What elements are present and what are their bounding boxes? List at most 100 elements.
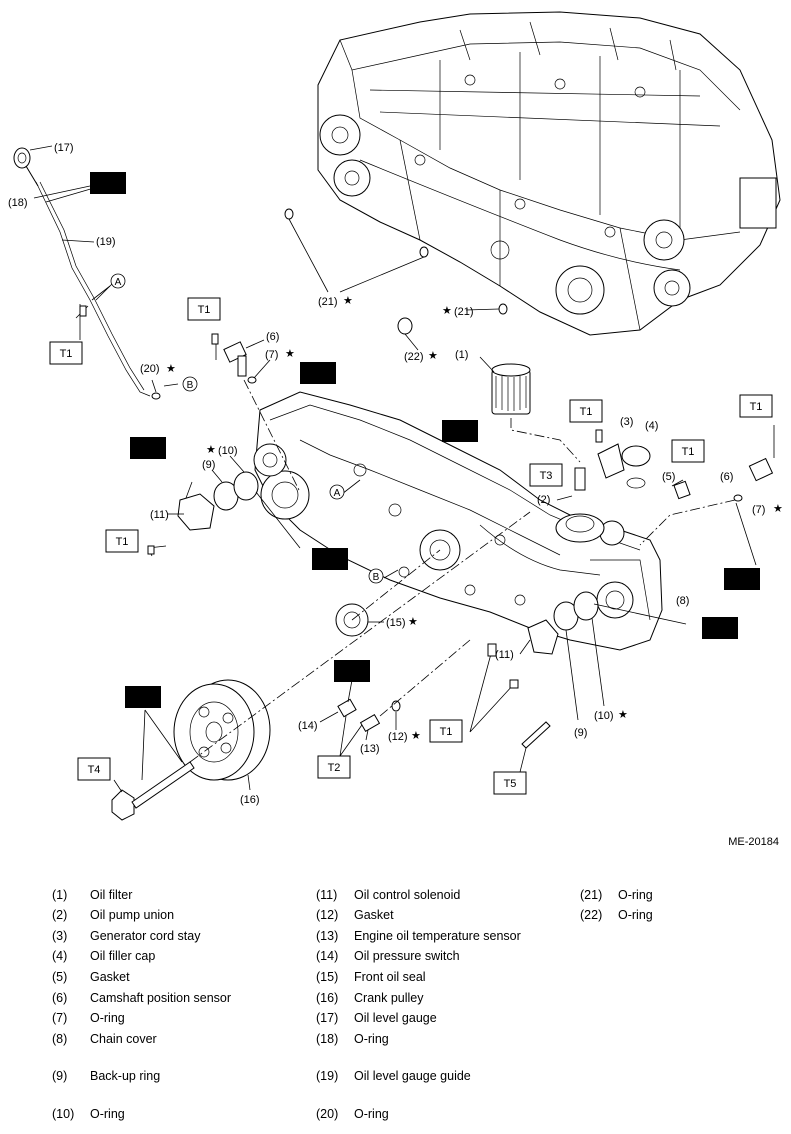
legend-item-number: (9) [52, 1069, 68, 1083]
svg-text:T4: T4 [88, 764, 101, 776]
callouts: (17) (18) (19) (20) ★ (21) ★ ★ (21) (22)… [8, 142, 783, 806]
callout-6-left: (6) [266, 331, 279, 343]
crank-pulley [173, 679, 271, 781]
torque-t3: T3 [529, 463, 563, 487]
callout-3: (3) [620, 416, 633, 428]
callout-1: (1) [455, 349, 468, 361]
legend-item-number: (7) [52, 1011, 68, 1025]
legend-item-number: (8) [52, 1032, 68, 1046]
torque-t1-gauge: T1 [49, 341, 83, 365]
legend-item: (20) O-ring [316, 1107, 389, 1121]
callout-14: (14) [298, 720, 318, 732]
callout-7-right-star: ★ [773, 503, 783, 515]
legend-item: (17)Oil level gauge [316, 1011, 437, 1025]
camshaft-position-sensor-left [223, 341, 247, 377]
callout-12-star: ★ [411, 730, 421, 742]
callout-19: (19) [96, 236, 116, 248]
callout-22-star: ★ [428, 350, 438, 362]
legend-item-number: (16) [316, 991, 339, 1005]
callout-11-left: (11) [150, 509, 169, 521]
callout-9-left: (9) [202, 459, 215, 471]
legend-item: (8)Chain cover [52, 1032, 157, 1046]
svg-text:A: A [334, 488, 341, 499]
callout-16: (16) [240, 794, 260, 806]
legend-item-name: O-ring [618, 888, 653, 902]
legend-item: (14)Oil pressure switch [316, 949, 460, 963]
legend-item-number: (20) [316, 1107, 339, 1121]
oil-can-icon [129, 436, 167, 460]
callout-7-right: (7) [752, 504, 765, 516]
callout-10-right-star: ★ [618, 709, 628, 721]
legend-item: (9) Back-up ring [52, 1069, 160, 1083]
callout-4: (4) [645, 420, 658, 432]
legend-item-name: Back-up ring [90, 1069, 161, 1083]
legend-item: (13) Engine oil temperature sensor [316, 929, 521, 943]
torque-t1-bottom: T1 [429, 719, 463, 743]
legend-item: (12)Gasket [316, 908, 394, 922]
o-ring-10-right [573, 591, 599, 621]
svg-text:B: B [187, 380, 194, 391]
legend-item-name: Engine oil temperature sensor [354, 929, 521, 943]
legend-item-name: O-ring [618, 908, 653, 922]
legend-item-number: (15) [316, 970, 339, 984]
torque-t1-cam: T1 [187, 297, 221, 321]
torque-t1-cam-right: T1 [739, 394, 773, 418]
oil-can-icon [311, 547, 349, 571]
o-ring-7-left [247, 376, 257, 384]
legend-item-name: Crank pulley [354, 991, 424, 1005]
bolts [79, 305, 603, 749]
legend-item-name: Gasket [90, 970, 130, 984]
legend-item-number: (11) [316, 888, 338, 902]
legend-item: (5)Gasket [52, 970, 130, 984]
legend-item: (7)O-ring [52, 1011, 125, 1025]
oil-control-solenoid-left [177, 481, 215, 531]
svg-text:T3: T3 [540, 470, 553, 482]
svg-text:T1: T1 [580, 406, 593, 418]
parts-legend: (1)Oil filter(2)Oil pump union(3)Generat… [0, 888, 791, 1128]
legend-item-number: (6) [52, 991, 68, 1005]
legend-item: (10) O-ring [52, 1107, 125, 1121]
legend-item-number: (10) [52, 1107, 75, 1121]
camshaft-position-sensor-right [748, 425, 775, 482]
generator-cord-stay [597, 443, 625, 479]
gasket-5 [673, 480, 691, 500]
legend-item: (3)Generator cord stay [52, 929, 200, 943]
callout-10-right: (10) [594, 710, 614, 722]
legend-item-number: (19) [316, 1069, 339, 1083]
legend-item: (4)Oil filler cap [52, 949, 155, 963]
legend-item: (18)O-ring [316, 1032, 389, 1046]
oil-can-icon [441, 419, 479, 443]
legend-item-name: Oil level gauge [354, 1011, 437, 1025]
legend-item-number: (2) [52, 908, 68, 922]
callout-2: (2) [537, 494, 550, 506]
torque-t1-switch: T1 [671, 439, 705, 463]
legend-item-name: O-ring [90, 1107, 125, 1121]
svg-text:T2: T2 [328, 762, 341, 774]
legend-item-name: Front oil seal [354, 970, 426, 984]
legend-item-number: (13) [316, 929, 339, 943]
marker-b-cover: B [368, 568, 384, 584]
torque-t1-solenoid: T1 [105, 529, 139, 553]
callout-10-left: (10) [218, 445, 238, 457]
legend-item: (11) Oil control solenoid [316, 888, 460, 902]
legend-item-number: (1) [52, 888, 68, 902]
legend-item-name: Oil control solenoid [354, 888, 461, 902]
legend-item: (16) Crank pulley [316, 991, 423, 1005]
exploded-parts-diagram: (17) (18) (19) (20) ★ (21) ★ ★ (21) (22)… [8, 11, 783, 821]
callout-22: (22) [404, 351, 424, 363]
callout-21-left: (21) [318, 296, 338, 308]
svg-text:T1: T1 [440, 726, 453, 738]
callout-17: (17) [54, 142, 74, 154]
callout-7-left-star: ★ [285, 348, 295, 360]
callout-8: (8) [676, 595, 689, 607]
svg-text:B: B [373, 572, 380, 583]
legend-item: (19)Oil level gauge guide [316, 1069, 471, 1083]
o-ring-10-left [233, 471, 259, 501]
legend-item-number: (22) [580, 908, 603, 922]
svg-text:T1: T1 [198, 304, 211, 316]
legend-item-name: O-ring [354, 1107, 389, 1121]
svg-text:T1: T1 [682, 446, 695, 458]
legend-item-number: (4) [52, 949, 68, 963]
oil-control-solenoid-right [527, 619, 559, 655]
legend-item: (15) Front oil seal [316, 970, 426, 984]
